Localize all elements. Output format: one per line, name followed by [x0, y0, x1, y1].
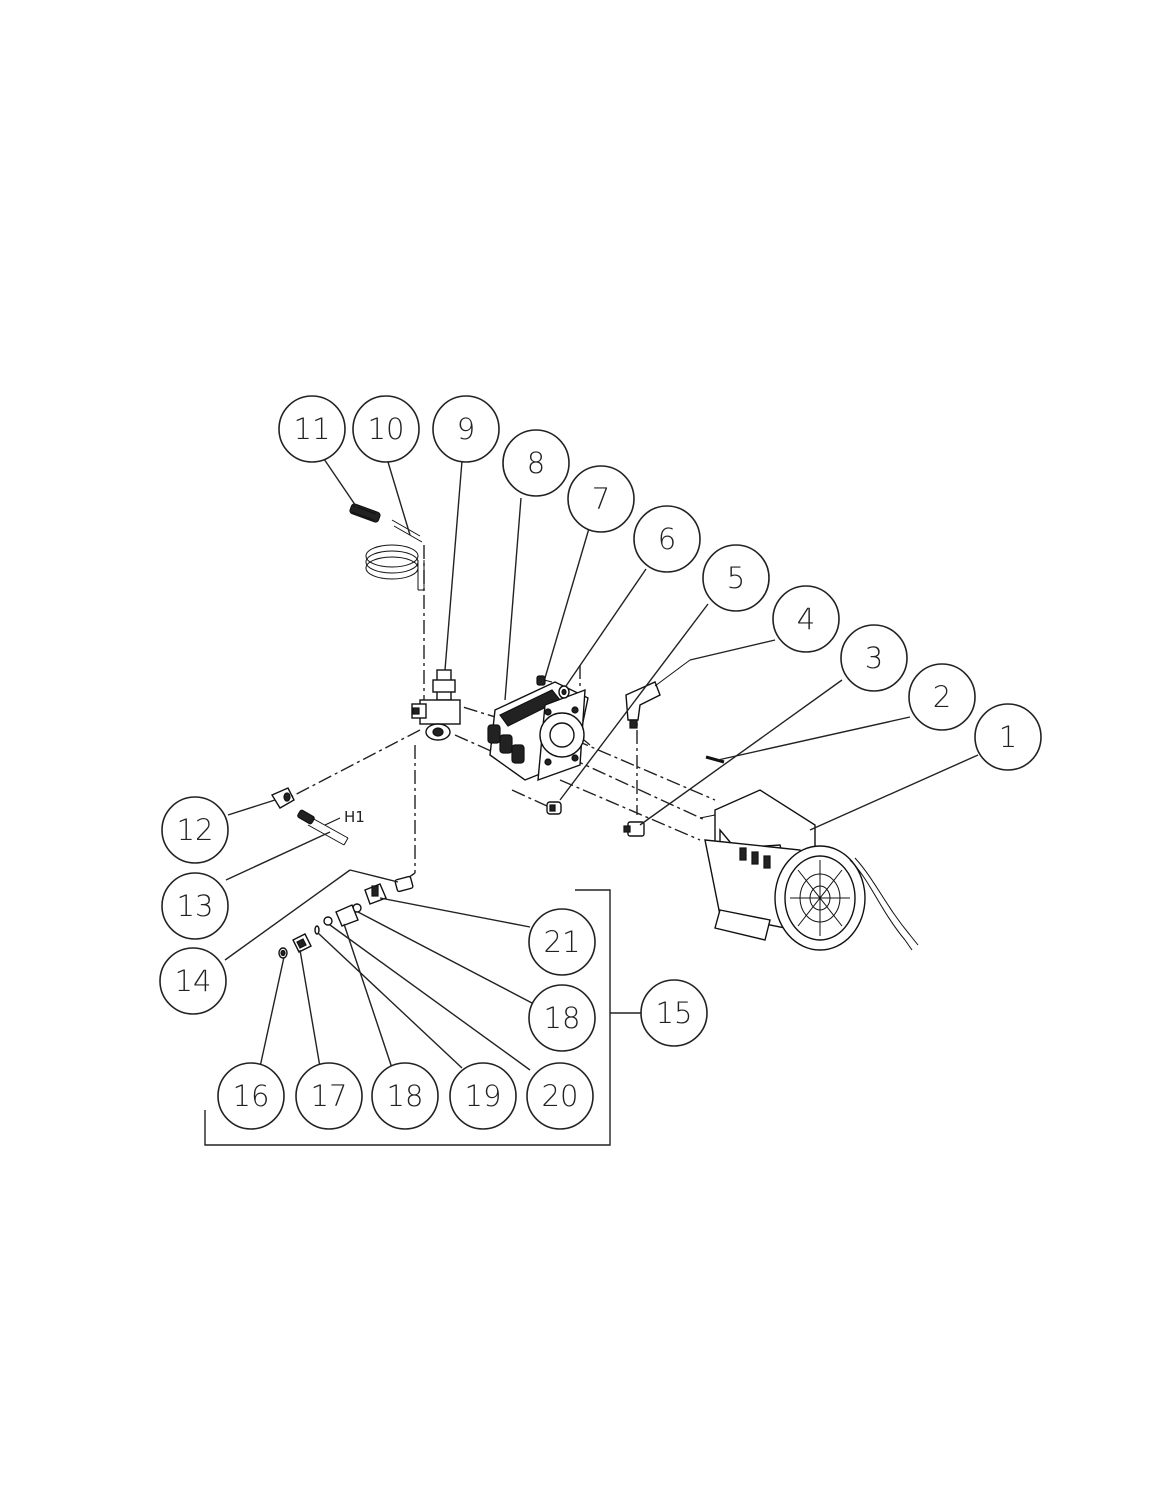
callout-balloons: 1 2 3 4 5 6 7 8	[159, 395, 1042, 1130]
callout-18-lower: 18	[371, 1062, 439, 1130]
callout-14: 14	[159, 947, 227, 1015]
callout-4: 4	[772, 585, 840, 653]
callout-17: 17	[295, 1062, 363, 1130]
elbow-fitting-part	[625, 659, 691, 729]
quick-coupler-parts	[278, 883, 387, 959]
callout-18-upper: 18	[528, 984, 596, 1052]
svg-text:8: 8	[527, 446, 545, 480]
callout-6: 6	[633, 505, 701, 573]
callout-2: 2	[908, 663, 976, 731]
svg-text:11: 11	[294, 412, 331, 446]
callout-8: 8	[502, 429, 570, 497]
svg-text:17: 17	[311, 1079, 348, 1113]
outlet-nipple-part	[394, 875, 414, 893]
pump-part	[487, 681, 589, 782]
callout-5: 5	[702, 544, 770, 612]
callout-3: 3	[840, 624, 908, 692]
svg-text:16: 16	[233, 1079, 270, 1113]
tee-fitting-part	[623, 821, 645, 837]
motor-part	[699, 789, 919, 951]
svg-text:15: 15	[656, 996, 693, 1030]
svg-text:20: 20	[542, 1079, 579, 1113]
callout-1: 1	[974, 703, 1042, 771]
svg-text:19: 19	[465, 1079, 502, 1113]
svg-text:12: 12	[177, 813, 214, 847]
callout-20: 20	[526, 1062, 594, 1130]
callout-12: 12	[161, 796, 229, 864]
svg-text:18: 18	[387, 1079, 424, 1113]
washer-part	[558, 685, 570, 699]
svg-text:13: 13	[177, 889, 214, 923]
callout-7: 7	[567, 465, 635, 533]
svg-text:21: 21	[544, 925, 581, 959]
coiled-hose-part	[365, 519, 425, 591]
hose-barb-part: H1	[297, 808, 365, 846]
svg-text:14: 14	[175, 964, 212, 998]
svg-text:7: 7	[592, 482, 610, 516]
callout-10: 10	[352, 395, 420, 463]
callout-9: 9	[432, 395, 500, 463]
svg-text:9: 9	[457, 412, 475, 446]
hose-tag-label: H1	[344, 808, 365, 826]
unloader-valve-part	[411, 669, 461, 741]
svg-text:6: 6	[658, 522, 676, 556]
svg-text:3: 3	[865, 641, 883, 675]
callout-11: 11	[278, 395, 346, 463]
spring-part	[349, 503, 381, 523]
svg-text:18: 18	[544, 1001, 581, 1035]
plug-fitting-part	[546, 801, 562, 815]
svg-text:10: 10	[368, 412, 405, 446]
callout-19: 19	[449, 1062, 517, 1130]
key-part	[705, 755, 725, 764]
leader-lines	[204, 458, 979, 1146]
inlet-elbow-part	[270, 787, 295, 809]
callout-16: 16	[217, 1062, 285, 1130]
svg-text:5: 5	[727, 561, 745, 595]
callout-13: 13	[161, 872, 229, 940]
svg-text:1: 1	[999, 720, 1017, 754]
svg-text:2: 2	[933, 680, 951, 714]
svg-text:4: 4	[797, 602, 815, 636]
callout-21: 21	[528, 908, 596, 976]
callout-15: 15	[640, 979, 708, 1047]
bolt-part	[536, 675, 553, 686]
